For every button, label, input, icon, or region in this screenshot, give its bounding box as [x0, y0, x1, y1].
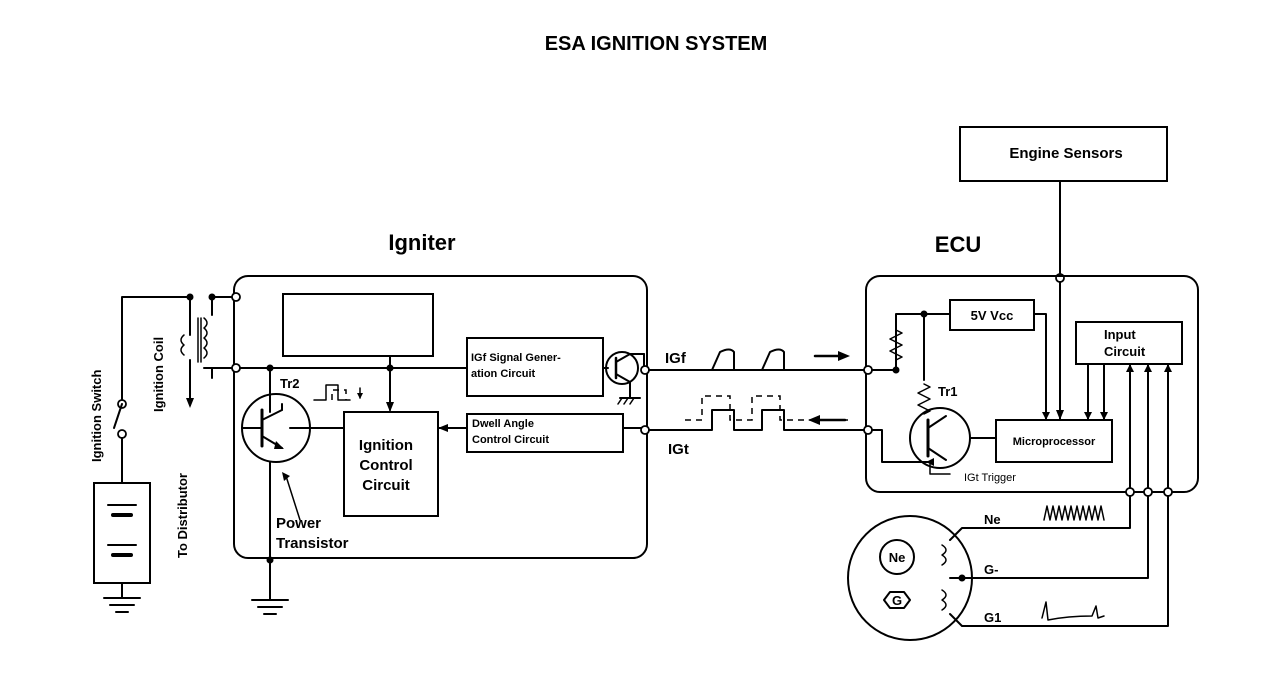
ignition-switch-battery — [93, 296, 191, 613]
tr2-label: Tr2 — [280, 376, 300, 391]
g-minus-wire-label: G- — [984, 562, 998, 577]
microprocessor-label: Microprocessor — [1013, 436, 1096, 448]
igt-signal-label: IGt — [668, 441, 689, 458]
igniter-label: Igniter — [388, 230, 456, 255]
igf-circuit-line1: IGf Signal Gener- — [471, 352, 561, 364]
ecu-label: ECU — [935, 232, 981, 257]
ignition-control-line1: Ignition — [359, 437, 413, 454]
input-circuit-line1: Input — [1104, 327, 1136, 342]
ignition-control-line3: Circuit — [362, 477, 410, 494]
power-transistor-line2: Transistor — [276, 535, 349, 552]
engine-sensors-block: Engine Sensors — [959, 126, 1168, 421]
ignition-coil — [180, 293, 237, 408]
pickup-sensor — [847, 495, 1169, 641]
ecu-block — [863, 275, 1199, 497]
ignition-control-line2: Control — [359, 457, 412, 474]
g-rotor-label: G — [892, 593, 902, 608]
ne-wire-label: Ne — [984, 512, 1001, 527]
input-circuit-line2: Circuit — [1104, 344, 1146, 359]
tr1-label: Tr1 — [938, 384, 958, 399]
ignition-switch-label: Ignition Switch — [89, 370, 104, 462]
ignition-coil-label: Ignition Coil — [151, 337, 166, 412]
dwell-circuit-line1: Dwell Angle — [472, 418, 534, 430]
igt-trigger-label: IGt Trigger — [964, 472, 1016, 484]
igf-signal-label: IGf — [665, 350, 687, 367]
dwell-circuit-line2: Control Circuit — [472, 434, 549, 446]
to-distributor-label: To Distributor — [175, 473, 190, 558]
vcc-label: 5V Vcc — [971, 308, 1014, 323]
signal-lines — [648, 348, 865, 431]
ne-rotor-label: Ne — [889, 550, 906, 565]
diagram-title: ESA IGNITION SYSTEM — [545, 33, 768, 55]
igniter-block — [231, 275, 650, 615]
power-transistor-line1: Power — [276, 515, 321, 532]
g1-wire-label: G1 — [984, 610, 1001, 625]
engine-sensors-label: Engine Sensors — [1009, 145, 1122, 162]
igf-circuit-line2: ation Circuit — [471, 368, 536, 380]
